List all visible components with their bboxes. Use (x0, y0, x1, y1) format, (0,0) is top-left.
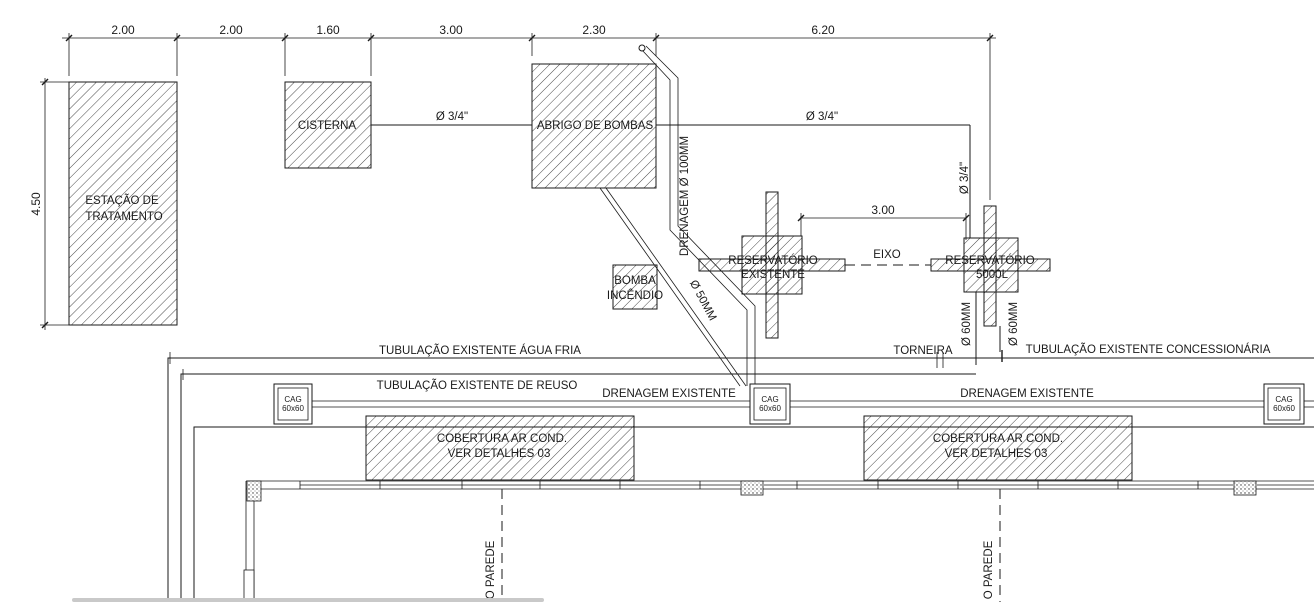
drenagem-100-pipe: DRENAGEM Ø 100MM (638, 44, 756, 386)
reuso-label: TUBULAÇÃO EXISTENTE DE REUSO (377, 379, 578, 392)
parede-axis-1: O PAREDE (485, 489, 503, 602)
cisterna-block (284, 81, 372, 169)
pipe-60-b-label: Ø 60MM (1008, 302, 1020, 346)
cobertura-2-label-1: COBERTURA AR COND. (933, 433, 1063, 445)
res-existente-label-1: RESERVATÓRIO (728, 254, 818, 267)
bomba-label-1: BOMBA (614, 275, 656, 287)
svg-text:60x60: 60x60 (759, 404, 781, 413)
horizontal-scrollbar[interactable] (72, 598, 544, 602)
torneira: TORNEIRA (893, 345, 953, 368)
svg-text:60x60: 60x60 (282, 404, 304, 413)
pipe-50mm-label: Ø 50MM (687, 278, 718, 323)
dim-top-6: 6.20 (811, 23, 835, 37)
estacao-tratamento-block (68, 81, 178, 326)
res-5000-label-2: 5000L (976, 269, 1009, 281)
parede-label-2: O PAREDE (983, 540, 995, 599)
cobertura-block-1 (365, 415, 635, 481)
estacao-label-1: ESTAÇÃO DE (85, 194, 159, 207)
svg-text:CAG: CAG (1275, 395, 1292, 404)
svg-text:CAG: CAG (761, 395, 778, 404)
dim-left-height: 4.50 (29, 192, 43, 216)
cobertura-1-label-2: VER DETALHES 03 (448, 448, 551, 460)
left-dimension: 4.50 (29, 78, 72, 330)
agua-fria-label: TUBULAÇÃO EXISTENTE ÁGUA FRIA (379, 344, 581, 357)
pipe-label-abrigo-res: Ø 3/4" (806, 111, 838, 123)
concessionaria-label: TUBULAÇÃO EXISTENTE CONCESSIONÁRIA (1026, 343, 1271, 356)
dim-top-3: 1.60 (316, 23, 340, 37)
res-existente-label-2: EXISTENTE (741, 269, 805, 281)
eixo-dimension: 3.00 EIXO (797, 203, 970, 266)
pipe-60-a-label: Ø 60MM (961, 302, 973, 346)
building-outline (193, 426, 1314, 602)
drenagem-existente-label-2: DRENAGEM EXISTENTE (960, 388, 1094, 400)
abrigo-label: ABRIGO DE BOMBAS (537, 120, 654, 132)
cobertura-1-label-1: COBERTURA AR COND. (437, 433, 567, 445)
parede-label-1: O PAREDE (485, 540, 497, 599)
cag-box-1: CAG 60x60 (273, 383, 313, 425)
svg-text:60x60: 60x60 (1273, 404, 1295, 413)
pipe-label-vertical: Ø 3/4" (959, 162, 971, 194)
eixo-label: EIXO (873, 249, 901, 261)
pipe-cisterna-abrigo: Ø 3/4" (371, 111, 532, 126)
cobertura-2-label-2: VER DETALHES 03 (945, 448, 1048, 460)
dim-top-4: 3.00 (439, 23, 463, 37)
pipe-label-cisterna-abrigo: Ø 3/4" (436, 111, 468, 123)
parede-axis-2: O PAREDE (983, 489, 1001, 602)
cobertura-block-2 (863, 415, 1133, 481)
cag-box-2: CAG 60x60 (749, 383, 791, 425)
agua-fria-line: TUBULAÇÃO EXISTENTE ÁGUA FRIA (167, 344, 1314, 602)
dim-between-reservoirs: 3.00 (871, 203, 895, 217)
dim-top-5: 2.30 (582, 23, 606, 37)
svg-text:CAG: CAG (284, 395, 301, 404)
drenagem-100-label: DRENAGEM Ø 100MM (679, 136, 691, 256)
cag-box-3: CAG 60x60 (1263, 383, 1305, 425)
dim-top-1: 2.00 (111, 23, 135, 37)
cisterna-label: CISTERNA (298, 120, 356, 132)
res-5000-label-1: RESERVATÓRIO (945, 254, 1035, 267)
pipe-abrigo-reservatorio: Ø 3/4" Ø 3/4" (656, 111, 971, 238)
pipes-60mm: Ø 60MM Ø 60MM (961, 292, 1020, 365)
abrigo-bombas-block (531, 63, 657, 189)
reuso-line: TUBULAÇÃO EXISTENTE DE REUSO (180, 369, 976, 602)
bomba-incendio-block (612, 264, 658, 310)
wall-window-line (243, 480, 1314, 602)
torneira-label: TORNEIRA (893, 345, 953, 357)
estacao-label-2: TRATAMENTO (85, 211, 162, 223)
top-dimension-chain: 2.00 2.00 1.60 3.00 2.30 6.20 (62, 23, 996, 200)
reservatorio-existente (698, 191, 846, 339)
reservatorio-5000l (930, 205, 1051, 327)
drenagem-existente-label-1: DRENAGEM EXISTENTE (602, 388, 736, 400)
dim-top-2: 2.00 (219, 23, 243, 37)
bomba-label-2: INCÊNDIO (607, 289, 663, 302)
